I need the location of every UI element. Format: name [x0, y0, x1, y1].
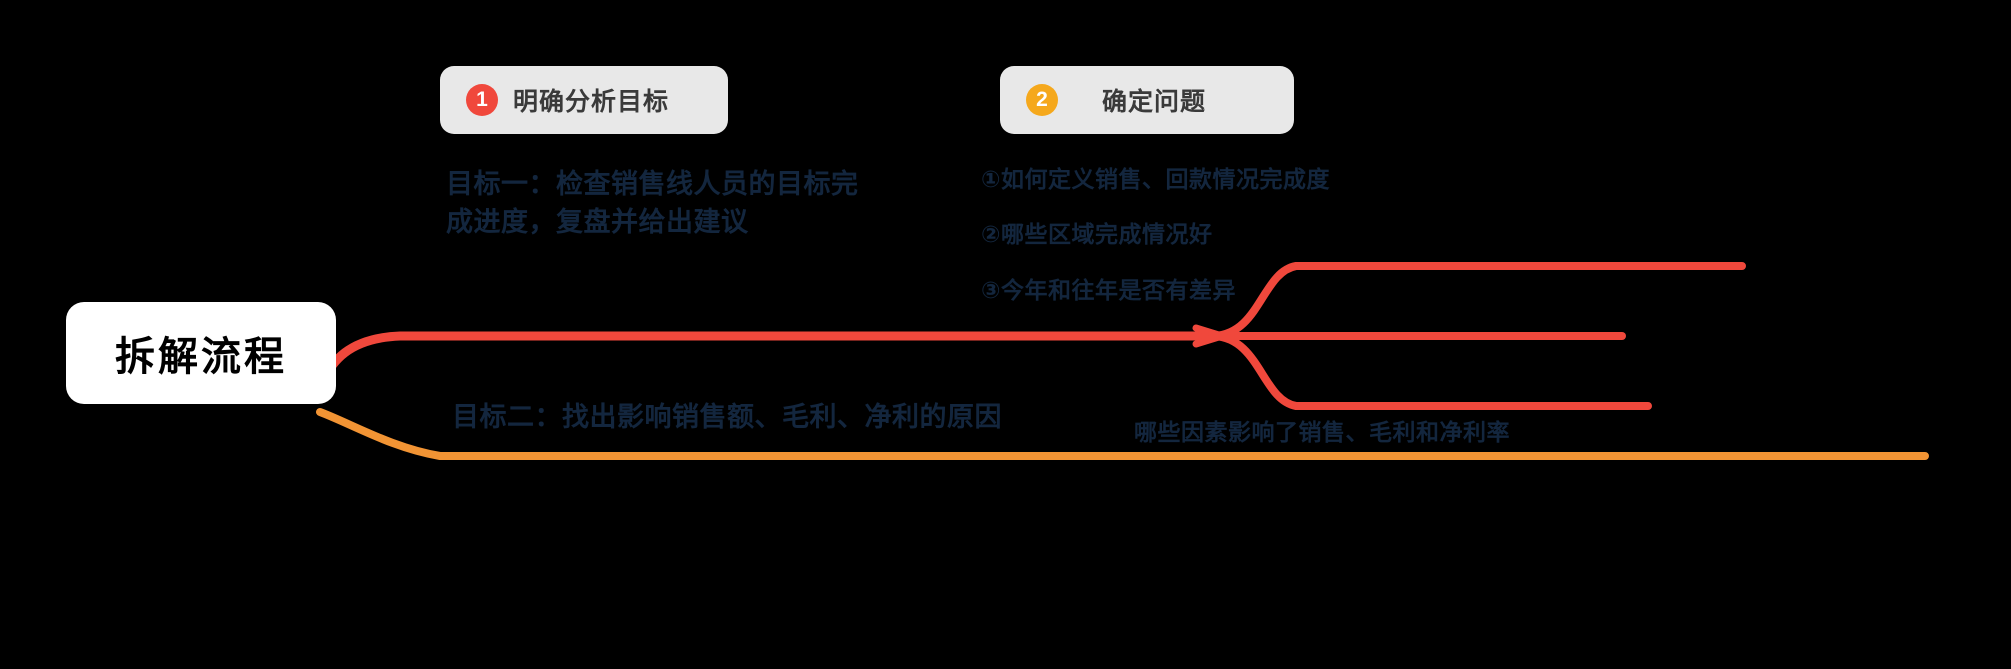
root-node-label: 拆解流程 — [115, 335, 287, 379]
root-node[interactable]: 拆解流程 — [66, 302, 336, 404]
red-split-notch — [1192, 324, 1226, 348]
phase-badge-1-icon: 1 — [466, 84, 498, 116]
phase-chip-2[interactable]: 2 确定问题 — [1000, 66, 1294, 134]
red-leaf-3-path — [1210, 332, 1652, 410]
phase-label-2: 确定问题 — [1101, 88, 1206, 116]
goal-1-line-2: 成进度，复盘并给出建议 — [446, 207, 749, 238]
phase-label-1: 明确分析目标 — [512, 88, 669, 116]
question-1-text[interactable]: ①如何定义销售、回款情况完成度 — [981, 166, 1330, 192]
phase-chip-1[interactable]: 1 明确分析目标 — [440, 66, 728, 134]
goal-1-text[interactable]: 目标一：检查销售线人员的目标完 成进度，复盘并给出建议 — [446, 165, 876, 242]
goal-2-text[interactable]: 目标二：找出影响销售额、毛利、净利的原因 — [452, 402, 1002, 432]
phase-badge-2-icon: 2 — [1026, 84, 1058, 116]
red-leaf-1-path — [1210, 262, 1746, 340]
factor-question-text[interactable]: 哪些因素影响了销售、毛利和净利率 — [1134, 419, 1510, 445]
goal-1-line-1: 目标一：检查销售线人员的目标完 — [446, 169, 859, 199]
red-main-branch-path — [313, 331, 1219, 397]
orange-main-branch-path — [316, 408, 1929, 460]
question-2-text[interactable]: ②哪些区域完成情况好 — [981, 221, 1213, 247]
question-3-text[interactable]: ③今年和往年是否有差异 — [981, 277, 1236, 303]
